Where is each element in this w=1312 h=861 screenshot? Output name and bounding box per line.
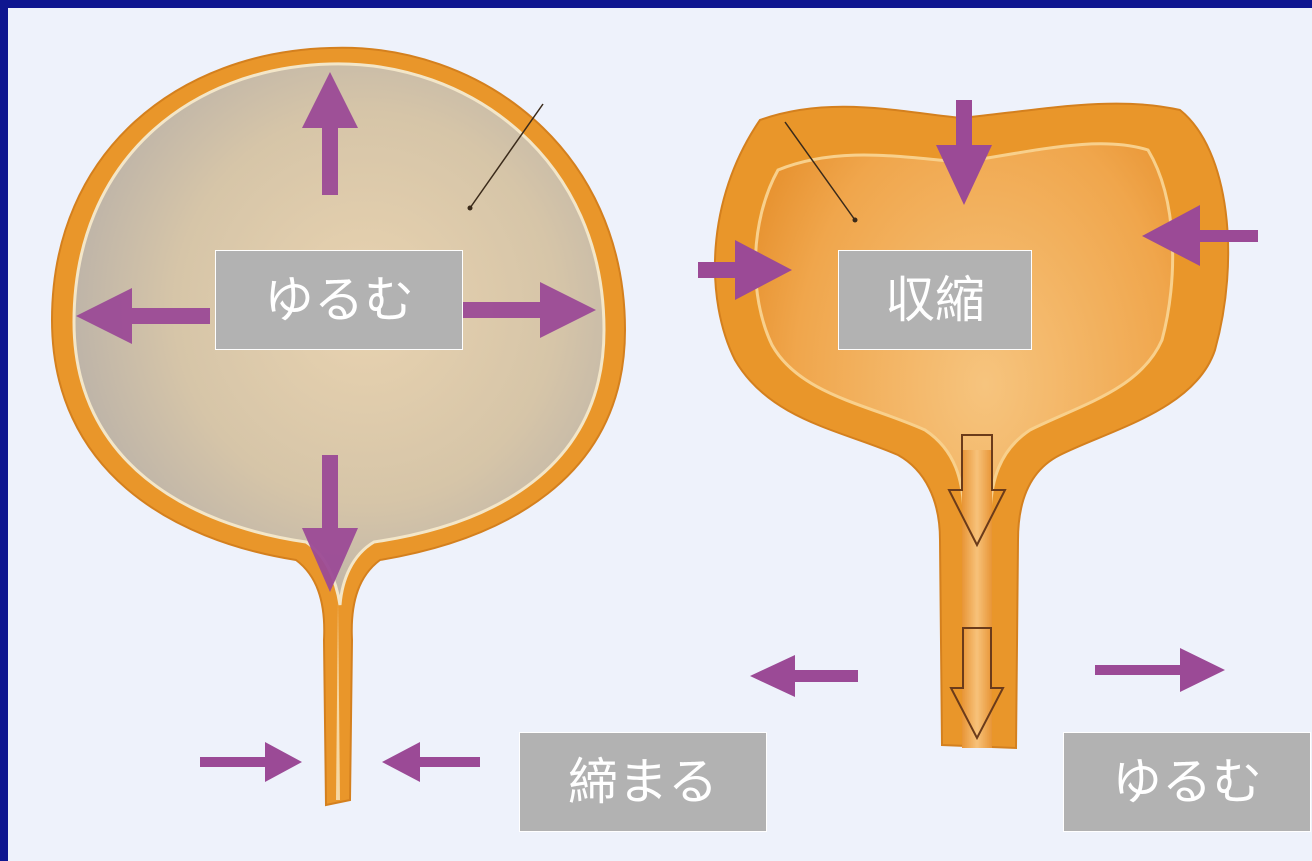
canvas: ゆるむ 締まる 収縮 ゆるむ [8, 8, 1312, 861]
right-sphincter-label: ゆるむ [1063, 732, 1311, 832]
right-urethra-lumen [962, 450, 992, 748]
right-bladder-label: 収縮 [838, 250, 1032, 350]
left-sphincter-label: 締まる [519, 732, 767, 832]
arrow-right-icon [200, 742, 302, 782]
arrow-right-icon [1095, 648, 1225, 692]
right-bladder [715, 104, 1228, 748]
arrow-left-icon [750, 655, 858, 697]
left-bladder-label: ゆるむ [215, 250, 463, 350]
left-bladder [52, 48, 625, 805]
arrow-left-icon [382, 742, 480, 782]
